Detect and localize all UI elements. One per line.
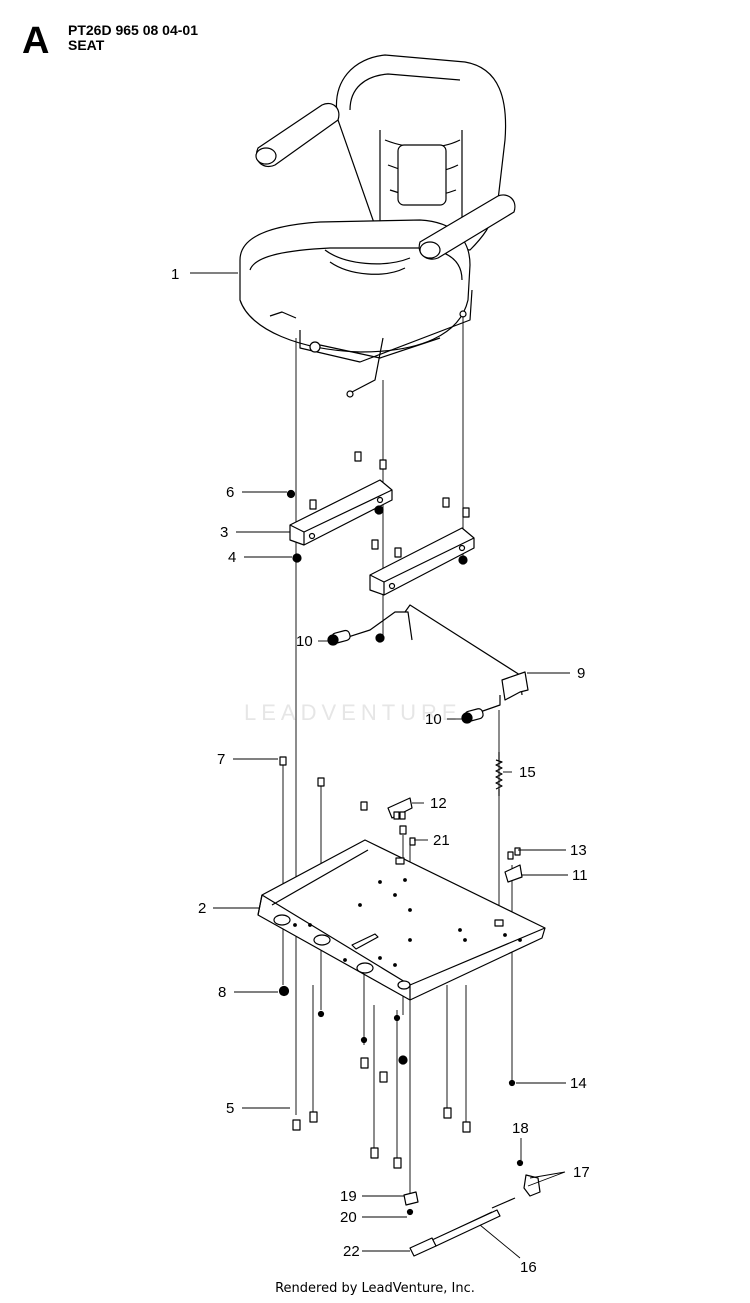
callout-10-upper[interactable]: 10 [296, 633, 313, 650]
callout-14[interactable]: 14 [570, 1075, 587, 1092]
adjust-lever[interactable] [327, 604, 529, 724]
callout-15[interactable]: 15 [519, 764, 536, 781]
part-code: PT26D 965 08 04-01 [68, 22, 198, 38]
slide-rail-right[interactable] [369, 527, 475, 596]
clevis-19[interactable] [403, 1191, 419, 1206]
callout-10-lower[interactable]: 10 [425, 711, 442, 728]
callout-9[interactable]: 9 [577, 665, 585, 682]
bracket-17[interactable] [523, 1174, 541, 1197]
base-plate[interactable] [257, 839, 546, 1001]
callout-4[interactable]: 4 [228, 549, 236, 566]
callout-7[interactable]: 7 [217, 751, 225, 768]
watermark-text: LEADVENTURE [244, 700, 462, 725]
callout-17[interactable]: 17 [573, 1164, 590, 1181]
callout-18[interactable]: 18 [512, 1120, 529, 1137]
callout-12[interactable]: 12 [430, 795, 447, 812]
callout-22[interactable]: 22 [343, 1243, 360, 1260]
callout-20[interactable]: 20 [340, 1209, 357, 1226]
callout-8[interactable]: 8 [218, 984, 226, 1001]
callout-5[interactable]: 5 [226, 1100, 234, 1117]
end-fitting-22[interactable] [409, 1237, 437, 1257]
slide-rail-left[interactable] [289, 479, 393, 546]
callout-1[interactable]: 1 [171, 266, 179, 283]
spring[interactable] [495, 752, 503, 796]
gas-strut[interactable] [431, 1197, 516, 1247]
callout-6[interactable]: 6 [226, 484, 234, 501]
callout-2[interactable]: 2 [198, 900, 206, 917]
callout-3[interactable]: 3 [220, 524, 228, 541]
bracket-11[interactable] [504, 864, 523, 883]
footer-credit: Rendered by LeadVenture, Inc. [275, 1281, 475, 1296]
seat-drawing[interactable] [239, 54, 516, 398]
diagram-title: SEAT [68, 37, 105, 53]
callout-19[interactable]: 19 [340, 1188, 357, 1205]
callout-16[interactable]: 16 [520, 1259, 537, 1276]
section-letter: A [22, 20, 50, 62]
callout-21[interactable]: 21 [433, 832, 450, 849]
callout-11[interactable]: 11 [572, 867, 588, 884]
callout-13[interactable]: 13 [570, 842, 587, 859]
